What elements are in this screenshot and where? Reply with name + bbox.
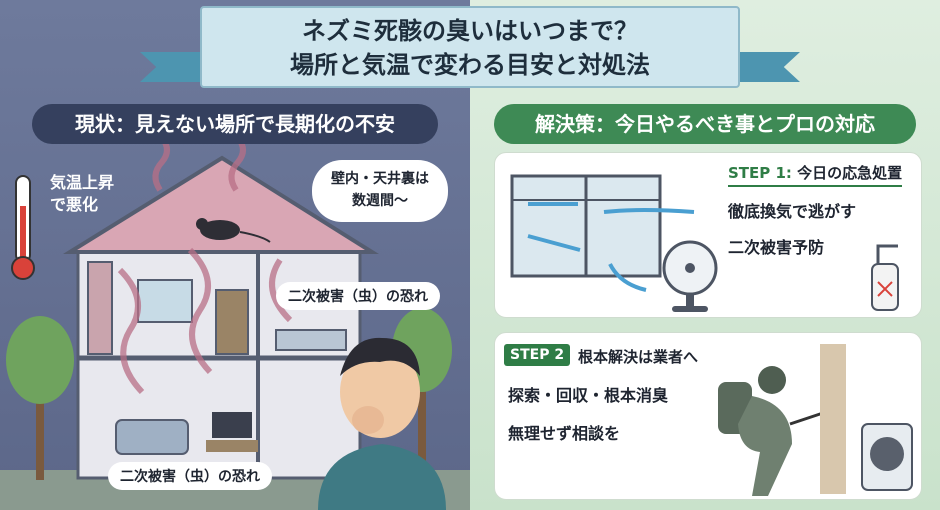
airflow-arrows bbox=[527, 202, 695, 292]
technician-illustration bbox=[718, 366, 827, 496]
wall-panel bbox=[820, 344, 846, 494]
title-line-1: ネズミ死骸の臭いはいつまで？ bbox=[302, 17, 638, 45]
speech-line-2: 数週間〜 bbox=[352, 193, 408, 209]
ozone-machine-icon bbox=[861, 423, 913, 491]
step2-line-1: 探索・回収・根本消臭 bbox=[508, 386, 669, 405]
step2-line-2: 無理せず相談を bbox=[508, 424, 621, 443]
step1-badge: STEP 1: bbox=[728, 164, 792, 182]
temperature-note-line-2: で悪化 bbox=[50, 195, 99, 214]
step1-line-1: 徹底換気で逃がす bbox=[728, 202, 857, 221]
fan-icon bbox=[662, 240, 718, 312]
right-section-header: 解決策：今日やるべき事とプロの対応 bbox=[494, 104, 916, 144]
spray-bottle-icon bbox=[871, 244, 899, 311]
title-line-2: 場所と気温で変わる目安と対処法 bbox=[290, 51, 650, 79]
house-illustration bbox=[0, 136, 470, 510]
secondary-damage-label-upper: 二次被害（虫）の恐れ bbox=[276, 282, 440, 310]
step1-title: STEP 1: 今日の応急処置 bbox=[728, 162, 903, 187]
step1-title-text: 今日の応急処置 bbox=[797, 164, 903, 182]
temperature-note: 気温上昇 で悪化 bbox=[50, 172, 114, 216]
tree-left-icon bbox=[6, 316, 74, 480]
speech-bubble: 壁内・天井裏は 数週間〜 bbox=[312, 160, 448, 222]
step2-badge: STEP 2 bbox=[504, 344, 571, 366]
thermometer-icon bbox=[11, 175, 35, 280]
left-section-header: 現状：見えない場所で長期化の不安 bbox=[32, 104, 438, 144]
window-icon bbox=[510, 174, 662, 278]
secondary-damage-label-lower: 二次被害（虫）の恐れ bbox=[108, 462, 272, 490]
step2-title: 根本解決は業者へ bbox=[578, 348, 699, 366]
temperature-note-line-1: 気温上昇 bbox=[50, 173, 115, 192]
mouse-icon bbox=[196, 218, 271, 243]
title-banner: ネズミ死骸の臭いはいつまで？ 場所と気温で変わる目安と対処法 bbox=[200, 6, 740, 88]
speech-line-1: 壁内・天井裏は bbox=[331, 171, 429, 187]
odor-waves bbox=[117, 136, 293, 395]
person-covering-nose bbox=[318, 337, 446, 510]
step1-line-2: 二次被害予防 bbox=[728, 238, 825, 257]
